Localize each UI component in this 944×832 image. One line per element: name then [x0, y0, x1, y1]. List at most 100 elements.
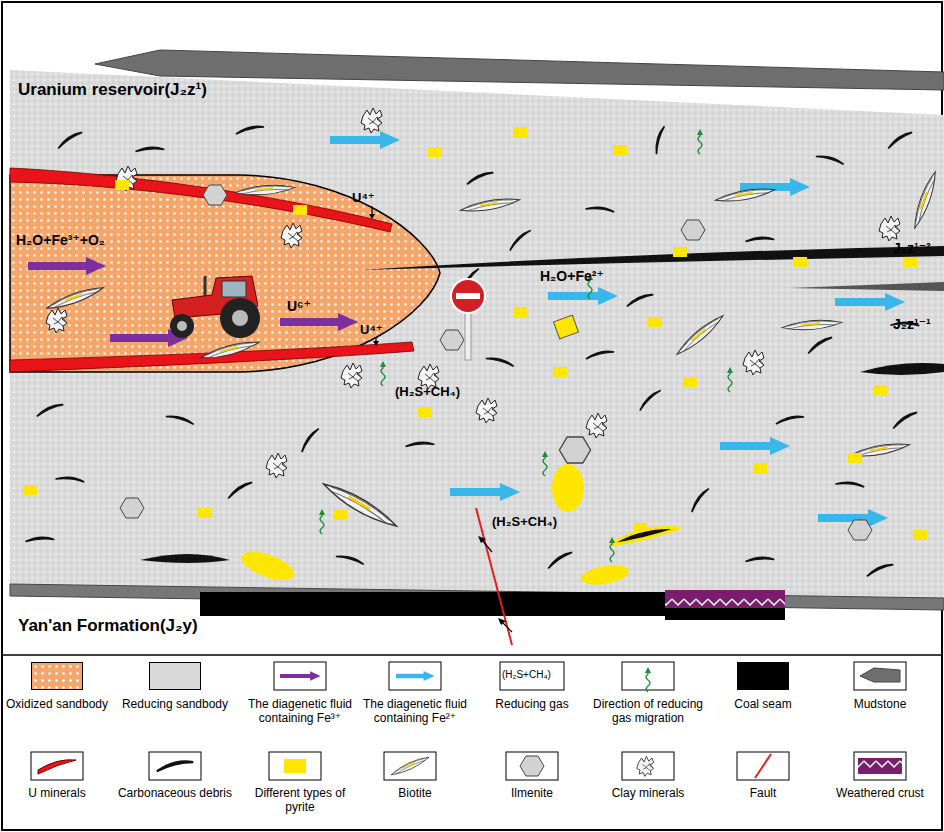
pyrite: [683, 377, 697, 387]
pyrite: [552, 464, 584, 512]
pyrite: [673, 247, 687, 257]
carbonaceous-debris: [236, 126, 264, 134]
carbonaceous-debris: [746, 234, 775, 246]
fe2-fluid-arrow: [450, 483, 520, 501]
pyrite: [793, 257, 807, 267]
tractor-cab: [222, 281, 246, 297]
carbonaceous-debris: [56, 132, 85, 149]
legend-divider: [3, 654, 941, 656]
legend-text: Different types of pyrite: [242, 786, 358, 814]
pyrite: [198, 508, 212, 518]
crust-sample: [858, 758, 902, 774]
legend-text: U minerals: [0, 786, 115, 800]
mudstone-sample: [860, 668, 900, 682]
legend-frame: [622, 752, 674, 780]
pyrite: [580, 562, 630, 588]
pyrite: [753, 463, 767, 473]
pyrite: [293, 205, 307, 215]
gas-migration-arrow: [478, 536, 486, 543]
carbonaceous-debris: [297, 428, 323, 452]
legend-swatch: [737, 662, 789, 690]
ilmenite: [681, 220, 705, 240]
carbonaceous-debris: [26, 534, 55, 546]
carbonaceous-debris: [546, 552, 575, 569]
text-label: U⁴⁺: [352, 190, 375, 205]
carbonaceous-debris: [586, 351, 614, 359]
text-label: J₂z¹⁻¹: [893, 316, 931, 332]
carbonaceous-debris: [55, 472, 84, 489]
carbonaceous-debris: [746, 554, 775, 566]
carbonaceous-debris: [585, 202, 614, 219]
pyrite: [903, 257, 917, 267]
pyrite: [648, 317, 662, 327]
ilmenite-sample: [520, 756, 544, 776]
node-text: U⁶⁺: [287, 298, 311, 314]
legend-text: Reducing gas: [474, 697, 590, 711]
legend-frame: [506, 752, 558, 780]
clay-mineral: [476, 398, 497, 423]
tractor-wheel: [220, 298, 260, 338]
mudstone-lens: [360, 246, 944, 270]
text-label: U⁴⁺: [360, 322, 383, 337]
reducing-gas-arrow: [319, 509, 325, 534]
carbonaceous-debris: [506, 230, 534, 251]
legend-text: Coal seam: [705, 697, 821, 711]
carbonaceous-debris: [650, 126, 671, 154]
ilmenite: [120, 498, 144, 518]
fe2-fluid-arrow: [835, 293, 905, 311]
biotite-sample: [390, 754, 431, 777]
clay-mineral: [361, 108, 382, 133]
pyrite: [873, 385, 887, 395]
carbonaceous-debris: [626, 294, 655, 306]
biotite: [715, 185, 776, 204]
carbonaceous-debris: [886, 132, 915, 149]
carbonaceous-debris: [806, 337, 835, 354]
legend-frame: [31, 752, 83, 780]
carbonaceous-debris: [687, 488, 713, 512]
clay-mineral: [266, 453, 287, 478]
reducing-gas-arrow: [697, 129, 703, 154]
tractor-exhaust: [204, 276, 207, 296]
weathered-crust: [665, 590, 785, 608]
reducing-gas-arrow: [380, 361, 386, 386]
carbonaceous-debris: [406, 439, 435, 451]
clay-mineral: [116, 166, 137, 191]
fe2-fluid-arrow: [548, 287, 618, 305]
pyrite: [513, 307, 527, 317]
carbonaceous-debris: [866, 564, 895, 576]
text-label: (H₂S+CH₄): [492, 514, 557, 529]
fe2-fluid-arrow: [720, 437, 790, 455]
node-text: Uranium reservoir(J₂z¹): [18, 80, 207, 100]
text-label: Yan'an Formation(J₂y): [18, 616, 198, 636]
sign-pole: [465, 310, 471, 360]
text-label: H₂O+Fe²⁺: [540, 268, 604, 284]
legend-frame: [384, 752, 436, 780]
carbonaceous-debris: [835, 477, 864, 494]
fe2-fluid-arrow: [330, 131, 400, 149]
u-arrow: [373, 341, 379, 346]
biotite: [782, 318, 843, 332]
tractor-hub: [177, 321, 187, 331]
carbonaceous-debris: [466, 172, 495, 184]
fluid-arrow-sample: [280, 671, 321, 680]
u-mineral-sample: [38, 760, 76, 774]
legend-frame: [274, 662, 326, 690]
carbonaceous-debris: [776, 416, 804, 424]
carbonaceous-debris: [336, 550, 364, 571]
carbonaceous-debris: [36, 404, 65, 416]
legend-frame: [737, 752, 789, 780]
carbonaceous-debris: [136, 144, 165, 156]
pyrite-debris: [610, 528, 680, 545]
legend-frame: [389, 662, 441, 690]
carbonaceous-debris: [226, 482, 255, 499]
clay-mineral: [743, 350, 764, 375]
reducing-gas-arrow: [609, 537, 615, 562]
pyrite: [553, 367, 567, 377]
gas-arrow-sample: [645, 667, 651, 692]
biotite: [460, 195, 521, 214]
coal-seam: [200, 592, 665, 616]
pyrite: [333, 510, 347, 520]
legend-swatch: [284, 759, 306, 773]
biotite: [911, 170, 940, 229]
legend-frame: [500, 662, 564, 690]
